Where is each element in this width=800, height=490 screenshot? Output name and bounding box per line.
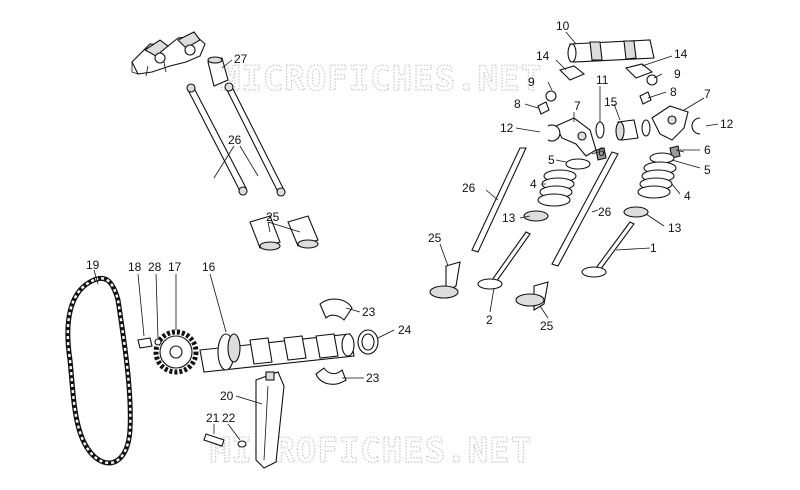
label-25-right-top: 25 (428, 231, 442, 245)
label-6-right: 6 (704, 143, 711, 157)
label-9-left: 9 (528, 75, 535, 89)
bolt-washer-18-28 (137, 337, 162, 349)
label-5-left: 5 (548, 153, 555, 167)
cam-bushes-23 (315, 298, 353, 385)
label-7-left: 7 (574, 99, 581, 113)
label-14-right: 14 (674, 47, 688, 61)
label-19: 19 (86, 258, 100, 272)
leader-lines (93, 31, 719, 441)
label-16: 16 (202, 260, 216, 274)
label-12-right: 12 (720, 117, 734, 131)
label-25-left: 25 (266, 210, 280, 224)
bolt-washer-21-22 (203, 433, 247, 448)
label-28: 28 (148, 260, 162, 274)
tappets-left (249, 215, 319, 251)
label-27: 27 (234, 52, 248, 66)
label-17: 17 (168, 260, 182, 274)
sprocket-17 (153, 329, 199, 375)
valves-1-2 (477, 221, 635, 290)
rocker-shaft-10 (567, 39, 655, 63)
circlips-12 (547, 117, 701, 142)
rocker-assembly-left (131, 31, 206, 77)
label-13-left: 13 (502, 211, 516, 225)
label-4-right: 4 (684, 189, 691, 203)
label-11: 11 (596, 73, 609, 87)
camshaft-16 (199, 333, 355, 373)
label-1: 1 (650, 241, 657, 255)
label-25-right-bottom: 25 (540, 319, 554, 333)
tappet-cap-27 (207, 56, 229, 87)
label-10: 10 (556, 19, 570, 33)
part-labels: 27 26 25 10 14 14 9 9 11 8 8 15 7 7 12 1… (86, 19, 734, 425)
label-23-bottom: 23 (366, 371, 380, 385)
label-22: 22 (222, 411, 236, 425)
label-26-right-mid: 26 (598, 205, 612, 219)
label-26-left: 26 (228, 133, 242, 147)
label-24: 24 (398, 323, 412, 337)
pushrods-left (186, 82, 286, 197)
valve-springs-4 (537, 161, 677, 207)
label-13-right: 13 (668, 221, 682, 235)
watermark-top: MICROFICHES.NET (220, 59, 542, 99)
tappets-right-25 (429, 261, 549, 311)
label-7-right: 7 (704, 87, 711, 101)
label-26-right-top: 26 (462, 181, 476, 195)
label-12-left: 12 (500, 121, 514, 135)
label-15: 15 (604, 95, 618, 109)
label-20: 20 (220, 389, 234, 403)
label-18: 18 (128, 260, 142, 274)
rocker-arms-7 (555, 105, 689, 157)
label-21: 21 (206, 411, 220, 425)
label-9-right: 9 (674, 67, 681, 81)
washer-24 (357, 329, 379, 355)
label-8-right: 8 (670, 85, 677, 99)
chain-tensioner-20 (255, 371, 285, 469)
nuts-bolts-8-9 (537, 74, 658, 115)
pushrods-right-26 (471, 147, 619, 267)
label-2: 2 (486, 313, 493, 327)
spring-seats-13 (523, 206, 649, 222)
label-5-right: 5 (704, 163, 711, 177)
label-4-left: 4 (530, 177, 537, 191)
label-8-left: 8 (514, 97, 521, 111)
label-23-top: 23 (362, 305, 376, 319)
timing-chain-19 (65, 275, 133, 466)
valve-keepers-6 (595, 145, 681, 161)
label-6-left: 6 (598, 145, 605, 159)
rocker-bushes-11-15 (595, 119, 651, 141)
label-14-left: 14 (536, 49, 550, 63)
